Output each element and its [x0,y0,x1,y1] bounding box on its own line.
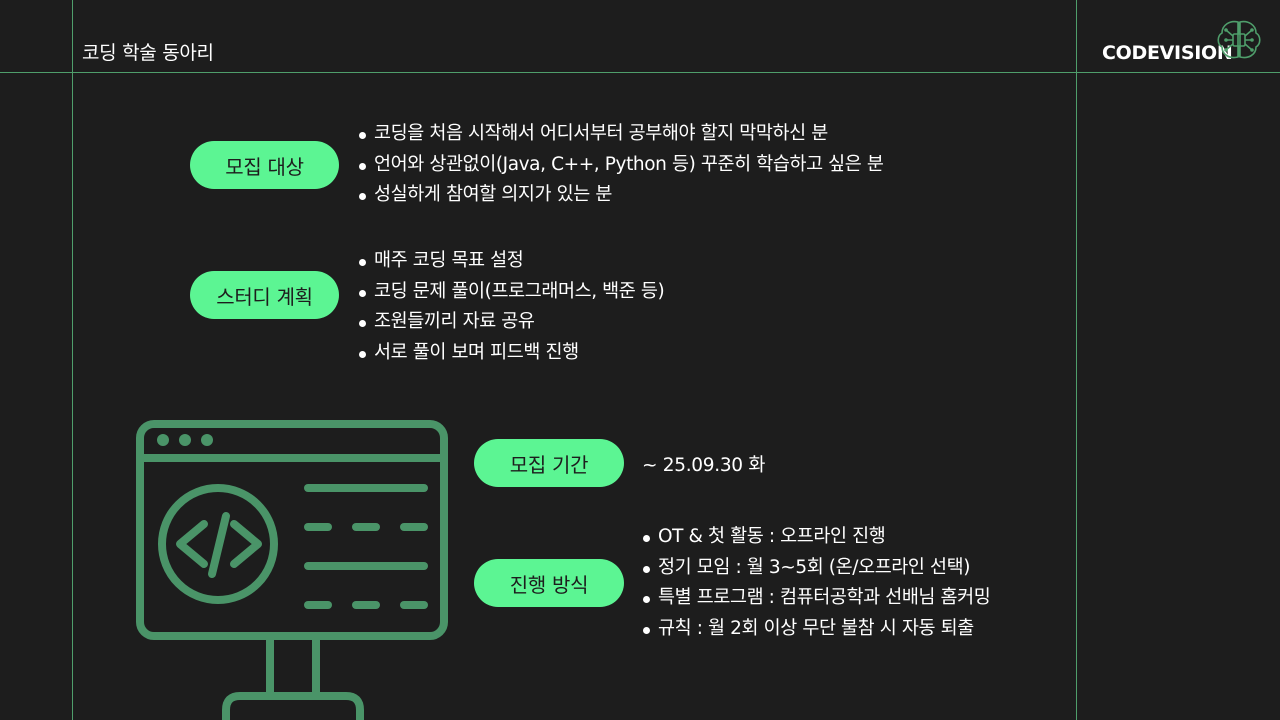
list-item: 특별 프로그램 : 컴퓨터공학과 선배님 홈커밍 [642,583,991,614]
list-item: 정기 모임 : 월 3~5회 (온/오프라인 선택) [642,553,990,584]
recruit-period-badge: 모집 기간 [474,439,624,487]
header-divider [0,72,1280,73]
list-item: 규칙 : 월 2회 이상 무단 불참 시 자동 퇴출 [642,614,990,645]
list-item: 성실하게 참여할 의지가 있는 분 [358,180,884,211]
list-item: 언어와 상관없이(Java, C++, Python 등) 꾸준히 학습하고 싶… [358,150,884,181]
study-plan-badge: 스터디 계획 [190,271,339,319]
list-item: OT & 첫 활동 : 오프라인 진행 [642,522,990,553]
list-item: 코딩을 처음 시작해서 어디서부터 공부해야 할지 막막하신 분 [358,119,884,150]
method-list: OT & 첫 활동 : 오프라인 진행 정기 모임 : 월 3~5회 (온/오프… [642,522,991,645]
study-plan-list: 매주 코딩 목표 설정 코딩 문제 풀이(프로그래머스, 백준 등) 조원들끼리… [358,246,665,369]
list-item: 매주 코딩 목표 설정 [358,246,664,277]
brand-name: CODEVISION [1102,42,1233,64]
club-title: 코딩 학술 동아리 [82,42,214,64]
list-item: 조원들끼리 자료 공유 [358,307,664,338]
code-monitor-icon [136,420,448,720]
left-guide-line [72,0,73,720]
recruit-target-list: 코딩을 처음 시작해서 어디서부터 공부해야 할지 막막하신 분 언어와 상관없… [358,119,884,211]
list-item: 서로 풀이 보며 피드백 진행 [358,338,664,369]
right-guide-line [1076,0,1077,720]
method-badge: 진행 방식 [474,559,624,607]
recruit-period-value: ~ 25.09.30 화 [642,455,766,476]
list-item: 코딩 문제 풀이(프로그래머스, 백준 등) [358,277,665,308]
circuit-brain-icon [1217,20,1261,59]
recruit-target-badge: 모집 대상 [190,141,339,189]
